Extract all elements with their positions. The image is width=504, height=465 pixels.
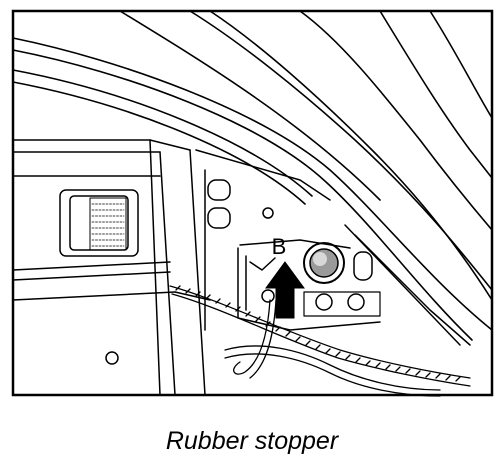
vent-grille	[59, 189, 139, 257]
a-pillar-lines	[12, 10, 493, 341]
figure-caption: Rubber stopper	[165, 427, 339, 455]
up-arrow-icon	[265, 261, 305, 319]
door-panel	[12, 139, 211, 396]
technical-illustration	[11, 9, 494, 397]
callout-label: B	[271, 234, 287, 259]
rubber-stopper	[303, 242, 345, 284]
illustration-frame	[11, 9, 494, 397]
wire-harness	[169, 285, 471, 397]
